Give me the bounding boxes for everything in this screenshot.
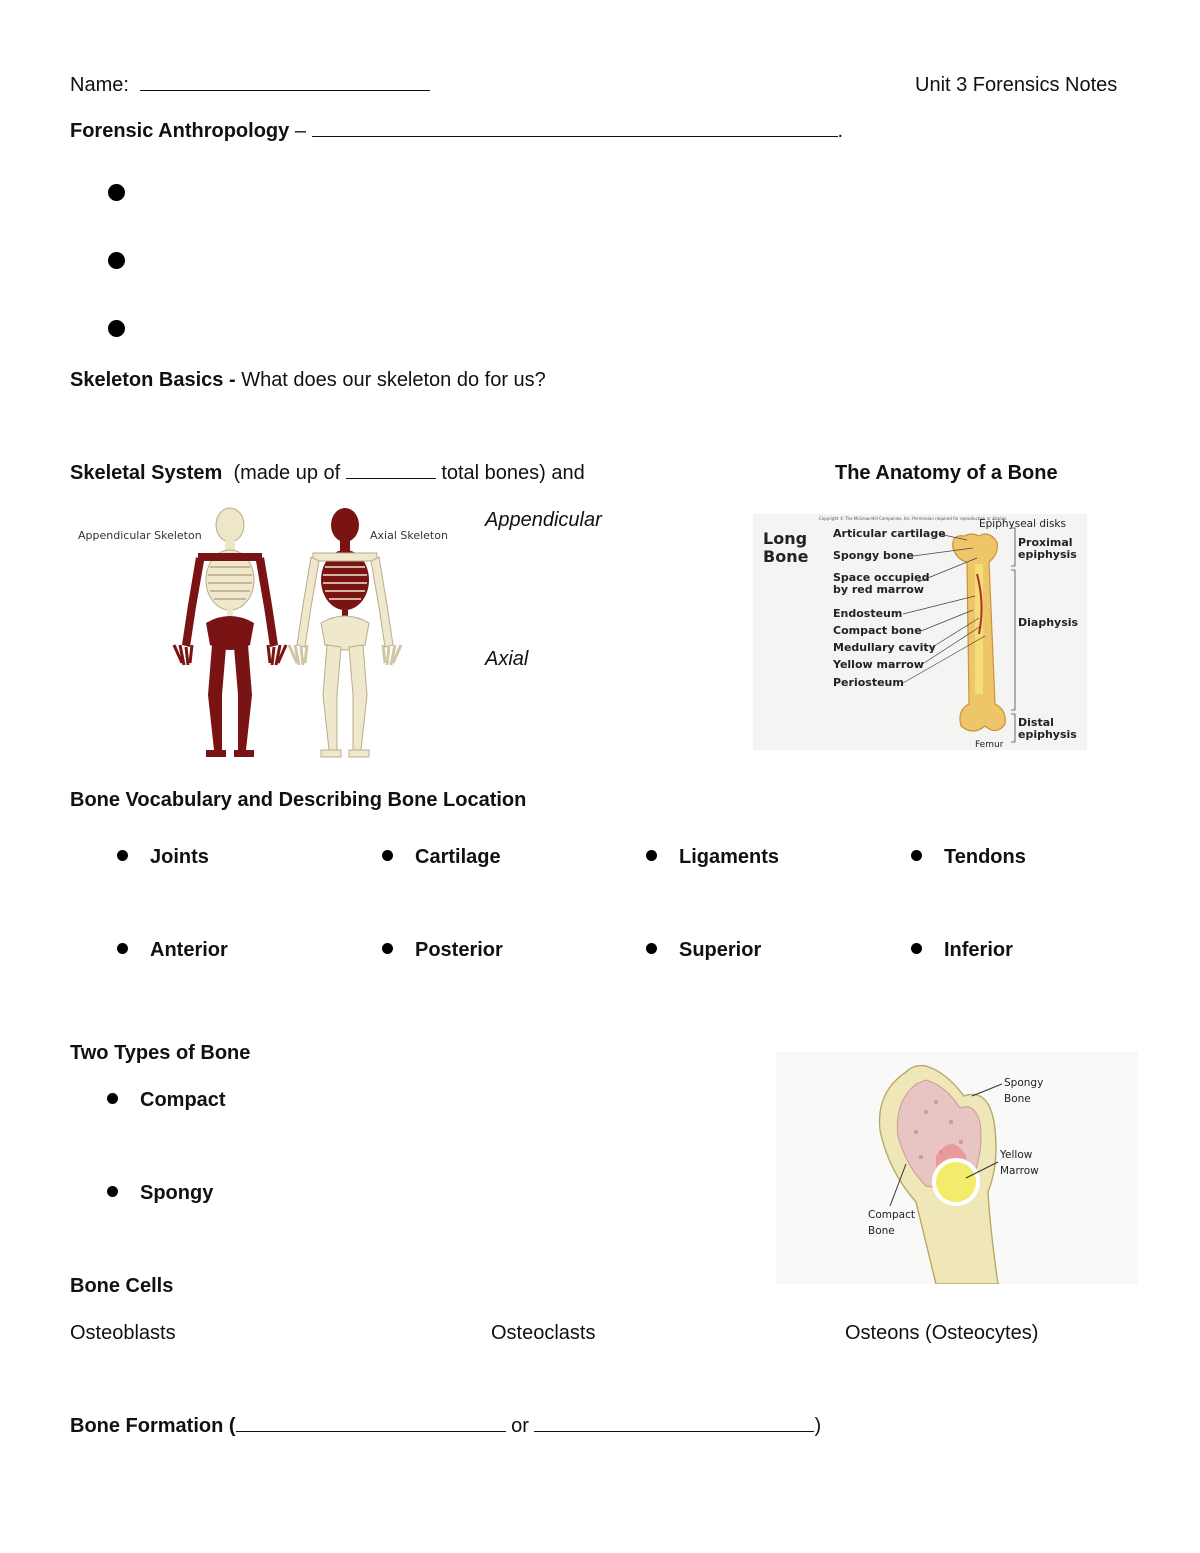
vocab-item: Superior xyxy=(646,939,761,962)
bullet-dot xyxy=(646,850,657,862)
bullet-dot xyxy=(382,850,393,862)
forensic-anthropology-blank[interactable] xyxy=(311,120,838,137)
bone-formation-line: Bone Formation ( or ) xyxy=(70,1415,821,1438)
bone-types-title: Two Types of Bone xyxy=(70,1042,251,1064)
long-label: Long xyxy=(763,529,807,548)
bone-type-item: Spongy xyxy=(107,1182,213,1205)
vocab-item: Posterior xyxy=(382,939,503,962)
diagram-copyright: Copyright © The McGraw-Hill Companies, I… xyxy=(819,516,1007,521)
bullet-dot xyxy=(911,943,922,955)
bullet-dot xyxy=(117,850,128,862)
compact-label: Compact xyxy=(868,1209,915,1221)
vocab-item: Ligaments xyxy=(646,846,779,869)
vocab-title: Bone Vocabulary and Describing Bone Loca… xyxy=(70,789,527,811)
skeleton-basics-line: Skeleton Basics - What does our skeleton… xyxy=(70,369,546,392)
epiphyseal-label: Epiphyseal disks xyxy=(979,518,1066,530)
bullet-dot xyxy=(107,1093,118,1105)
distal-label: Distal xyxy=(1018,716,1054,729)
bone-label: Bone xyxy=(763,547,809,566)
unit-title: Unit 3 Forensics Notes xyxy=(915,74,1118,96)
appendicular-label: Appendicular xyxy=(485,509,602,531)
anatomy-title: The Anatomy of a Bone xyxy=(835,462,1058,484)
axial-skeleton-figure xyxy=(287,508,403,758)
bone-formation-blank-1[interactable] xyxy=(235,1415,506,1432)
proximal-label: Proximal xyxy=(1018,536,1073,549)
compact-bone-label: Bone xyxy=(868,1225,895,1237)
total-bones-blank[interactable] xyxy=(345,462,436,479)
close-paren: ) xyxy=(814,1415,822,1437)
bone-formation-title: Bone Formation ( xyxy=(70,1415,236,1437)
periosteum-label: Periosteum xyxy=(833,676,904,689)
bone-cells-title: Bone Cells xyxy=(70,1275,174,1297)
bullet-dot xyxy=(107,1186,118,1198)
bone-formation-blank-2[interactable] xyxy=(534,1415,815,1432)
long-bone-diagram: Copyright © The McGraw-Hill Companies, I… xyxy=(753,514,1087,750)
bullet-dot xyxy=(117,943,128,955)
space-occupied-label: Space occupied xyxy=(833,571,929,584)
articular-cartilage-label: Articular cartilage xyxy=(833,527,946,540)
forensic-anthropology-title: Forensic Anthropology xyxy=(70,120,290,142)
endosteum-label: Endosteum xyxy=(833,607,902,620)
bullet-2 xyxy=(108,252,125,269)
distal-epiphysis-label: epiphysis xyxy=(1018,728,1077,741)
bullet-1 xyxy=(108,184,125,201)
axial-skeleton-label: Axial Skeleton xyxy=(370,529,448,542)
spongy-bone-label: Bone xyxy=(1004,1093,1031,1105)
or-label: or xyxy=(511,1415,529,1437)
made-up-prefix: (made up of xyxy=(233,462,341,484)
period: . xyxy=(837,120,844,142)
vocab-item: Tendons xyxy=(911,846,1026,869)
vocab-item: Inferior xyxy=(911,939,1013,962)
skeleton-image: Appendicular Skeleton Axial Skeleton xyxy=(70,505,470,760)
name-field[interactable] xyxy=(140,74,431,91)
bullet-dot xyxy=(646,943,657,955)
compact-bone-label: Compact bone xyxy=(833,624,922,637)
skeletal-system-title: Skeletal System xyxy=(70,462,223,484)
yellow-marrow-label: Marrow xyxy=(1000,1165,1039,1177)
osteons-label: Osteons (Osteocytes) xyxy=(845,1322,1039,1344)
vocab-item: Joints xyxy=(117,846,209,869)
osteoclasts-label: Osteoclasts xyxy=(491,1322,596,1344)
proximal-epiphysis-label: epiphysis xyxy=(1018,548,1077,561)
osteoblasts-label: Osteoblasts xyxy=(70,1322,176,1344)
appendicular-skeleton-label: Appendicular Skeleton xyxy=(78,529,202,542)
forensic-anthropology-line: Forensic Anthropology – . xyxy=(70,120,843,143)
yellow-marrow-label: Yellow marrow xyxy=(832,658,924,671)
skeleton-basics-question: What does our skeleton do for us? xyxy=(241,369,546,391)
name-label: Name: xyxy=(70,74,129,96)
bullet-3 xyxy=(108,320,125,337)
bullet-dot xyxy=(911,850,922,862)
spongy-bone-label: Spongy bone xyxy=(833,549,914,562)
medullary-cavity-label: Medullary cavity xyxy=(833,641,936,654)
made-up-suffix: total bones) and xyxy=(441,462,585,484)
skeleton-basics-title: Skeleton Basics - xyxy=(70,369,236,391)
bullet-dot xyxy=(382,943,393,955)
axial-label: Axial xyxy=(485,648,529,670)
red-marrow-label: by red marrow xyxy=(833,583,924,596)
bone-type-item: Compact xyxy=(107,1089,226,1112)
vocab-item: Cartilage xyxy=(382,846,501,869)
name-line: Name: xyxy=(70,74,431,97)
dash: – xyxy=(294,120,306,142)
skeletal-system-line: Skeletal System (made up of total bones)… xyxy=(70,462,585,485)
diaphysis-label: Diaphysis xyxy=(1018,616,1079,629)
vocab-item: Anterior xyxy=(117,939,228,962)
femur-label: Femur xyxy=(975,740,1004,750)
yellow-label: Yellow xyxy=(999,1149,1033,1161)
bone-cross-section-diagram: Spongy Bone Yellow Marrow Compact Bone xyxy=(776,1052,1138,1285)
spongy-label: Spongy xyxy=(1004,1077,1043,1089)
appendicular-skeleton-figure xyxy=(172,507,288,757)
